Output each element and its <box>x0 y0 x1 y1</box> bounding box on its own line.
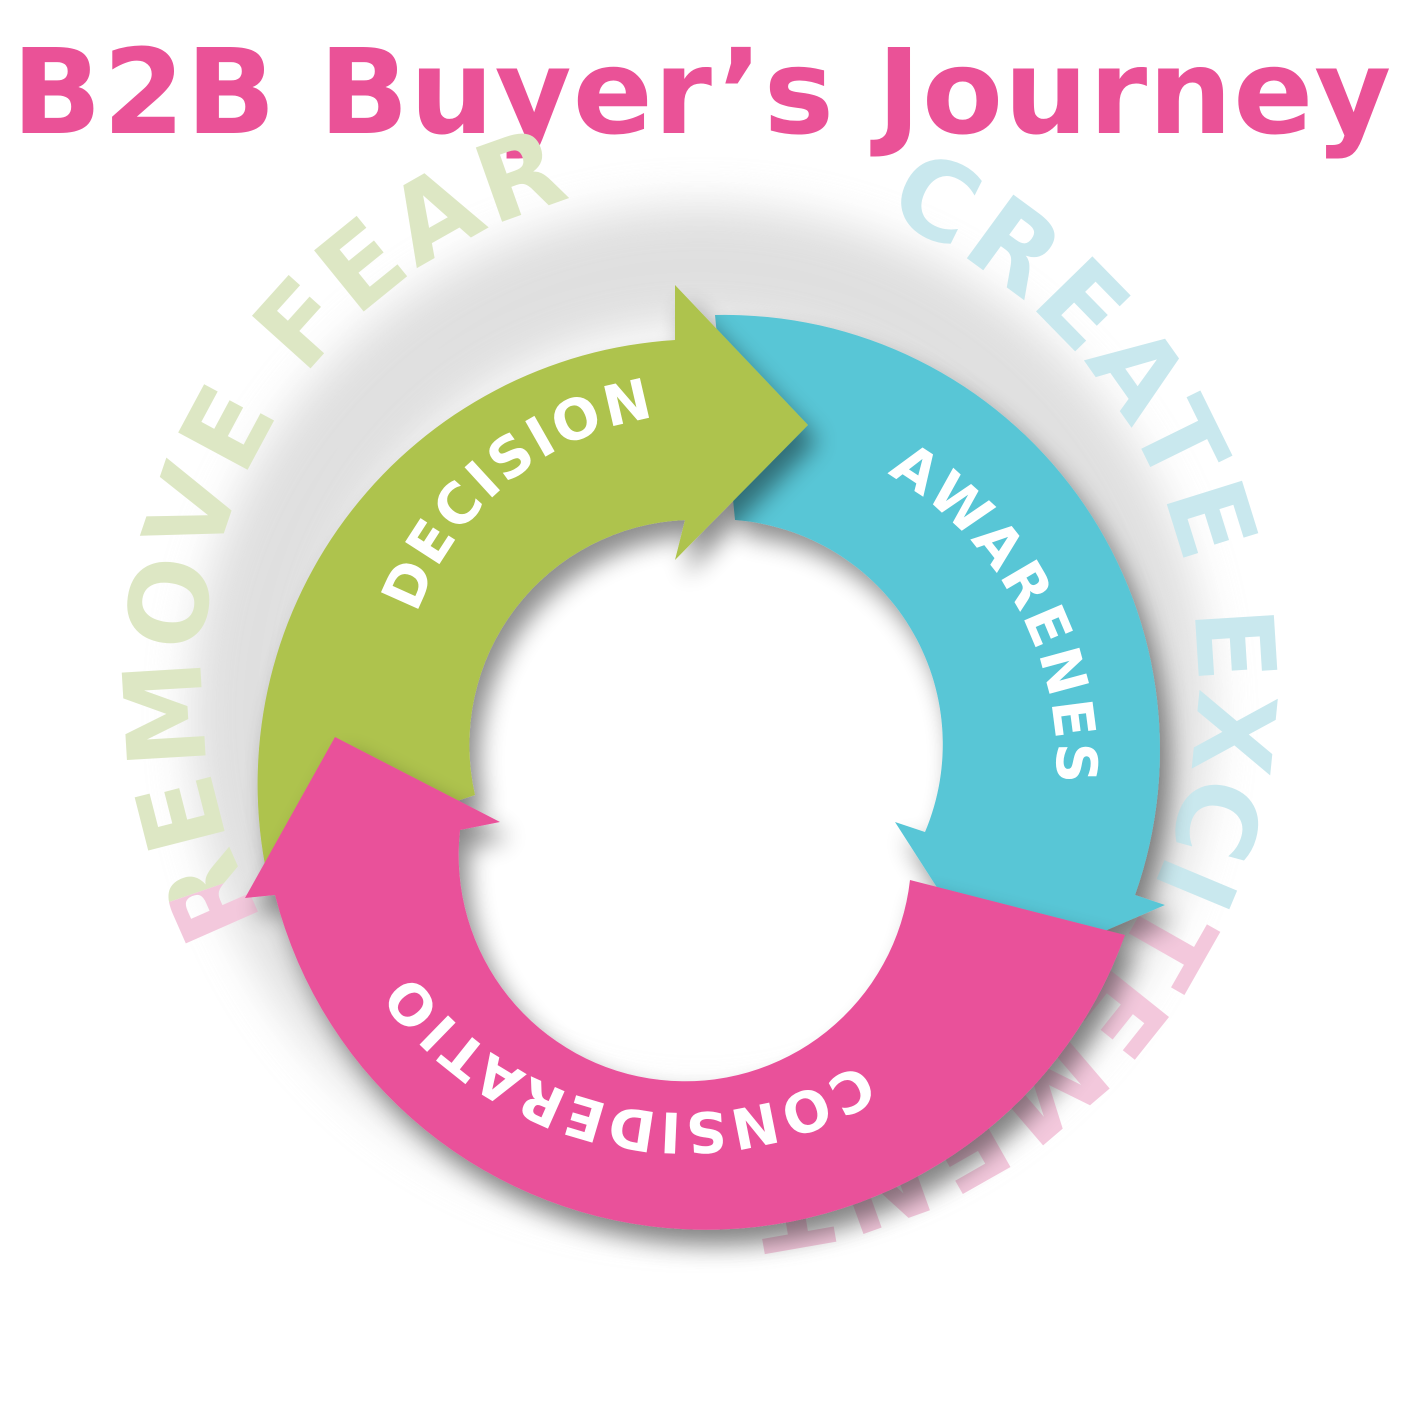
awareness-arrow <box>715 314 1165 978</box>
page-title: B2B Buyer’s Journey <box>11 23 1393 161</box>
decision-arrow <box>257 285 808 865</box>
consideration-arrow <box>245 737 1125 1230</box>
